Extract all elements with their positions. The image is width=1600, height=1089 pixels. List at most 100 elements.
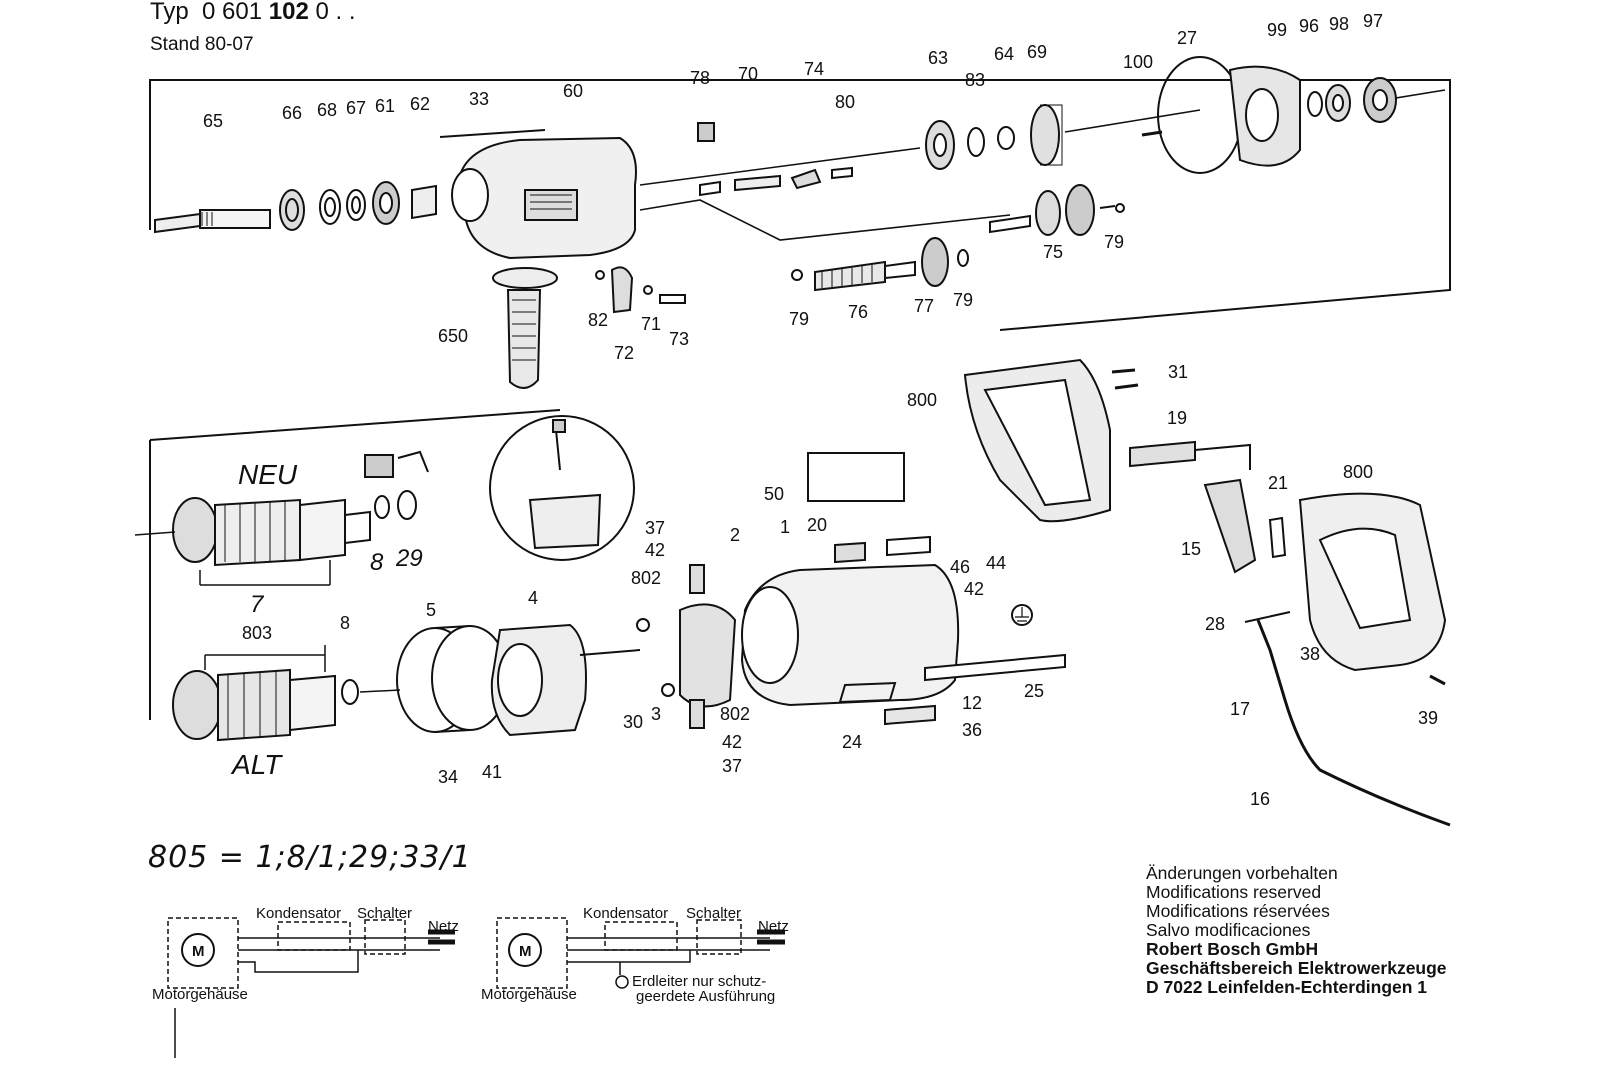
label-96: 96	[1299, 16, 1319, 36]
footer-division: Geschäftsbereich Elektrowerkzeuge	[1146, 958, 1447, 978]
wiring-right-gehaeuse: Motorgehäuse	[481, 986, 577, 1003]
label-38: 38	[1300, 644, 1320, 664]
wiring-left-motor: M	[192, 943, 205, 960]
set-formula: 805 = 1;8/1;29;33/1	[148, 840, 472, 875]
label-66: 66	[282, 103, 302, 123]
label-61: 61	[375, 96, 395, 116]
motor-housing-1	[740, 563, 960, 707]
typ-number-suffix: 0 . .	[308, 0, 356, 25]
label-neu: NEU	[238, 459, 298, 490]
label-80: 80	[835, 92, 855, 112]
armature-alt	[172, 668, 359, 742]
label-27: 27	[1177, 28, 1197, 48]
type-number: Typ 0 601 102 0 . .	[150, 0, 356, 26]
label-83: 83	[965, 70, 985, 90]
footer-line-4: Salvo modificaciones	[1146, 920, 1311, 940]
label-39: 39	[1418, 708, 1438, 728]
label-29: 29	[395, 545, 423, 572]
label-17: 17	[1230, 699, 1250, 719]
label-30: 30	[623, 712, 643, 732]
label-alt: ALT	[230, 749, 283, 780]
label-650: 650	[438, 326, 468, 346]
label-42b: 42	[722, 732, 742, 752]
label-46: 46	[950, 557, 970, 577]
label-1: 1	[780, 517, 790, 537]
label-31: 31	[1168, 362, 1188, 382]
label-44: 44	[986, 553, 1006, 573]
label-41: 41	[482, 762, 502, 782]
typ-label: Typ	[150, 0, 189, 25]
label-75: 75	[1043, 242, 1063, 262]
footer-line-2: Modifications reserved	[1146, 882, 1322, 902]
label-15: 15	[1181, 539, 1201, 559]
label-42c: 42	[964, 579, 984, 599]
label-2: 2	[730, 525, 740, 545]
label-82: 82	[588, 310, 608, 330]
label-19: 19	[1167, 408, 1187, 428]
label-24: 24	[842, 732, 862, 752]
wiring-right-kondensator: Kondensator	[583, 905, 668, 922]
label-802b: 802	[720, 704, 750, 724]
footer-address: D 7022 Leinfelden-Echterdingen 1	[1146, 977, 1428, 997]
label-7: 7	[250, 591, 265, 618]
typ-number-prefix: 0 601	[202, 0, 269, 25]
wiring-right-schalter: Schalter	[686, 905, 741, 922]
side-handle-650	[492, 267, 558, 389]
spindle-65	[154, 209, 271, 234]
footer-line-1: Änderungen vorbehalten	[1146, 863, 1338, 883]
label-64: 64	[994, 44, 1014, 64]
label-73: 73	[669, 329, 689, 349]
part-labels-bottom: NEU 8 29 7 803 8 ALT 5 4 34 41 37 42 802…	[230, 362, 1438, 809]
label-25: 25	[1024, 681, 1044, 701]
label-79c: 79	[953, 290, 973, 310]
wiring-right-netz: Netz	[758, 918, 789, 935]
label-78: 78	[690, 68, 710, 88]
label-79b: 79	[789, 309, 809, 329]
label-34: 34	[438, 767, 458, 787]
label-69: 69	[1027, 42, 1047, 62]
label-33: 33	[469, 89, 489, 109]
armature-neu	[134, 497, 371, 567]
label-76: 76	[848, 302, 868, 322]
wiring-right-erdleiter-1: Erdleiter nur schutz-	[632, 973, 766, 990]
label-99: 99	[1267, 20, 1287, 40]
label-42a: 42	[645, 540, 665, 560]
wiring-right-erdleiter-2: geerdete Ausführung	[636, 988, 775, 1005]
label-60: 60	[563, 81, 583, 101]
label-98: 98	[1329, 14, 1349, 34]
label-74: 74	[804, 59, 824, 79]
label-5: 5	[426, 600, 436, 620]
stand-date: Stand 80-07	[150, 34, 254, 55]
label-68: 68	[317, 100, 337, 120]
wiring-left-schalter: Schalter	[357, 905, 412, 922]
label-4: 4	[528, 588, 538, 608]
footer-line-3: Modifications réservées	[1146, 901, 1330, 921]
label-100: 100	[1123, 52, 1153, 72]
label-800b: 800	[1343, 462, 1373, 482]
label-63: 63	[928, 48, 948, 68]
label-77: 77	[914, 296, 934, 316]
top-frame	[149, 79, 1451, 331]
label-50: 50	[764, 484, 784, 504]
label-97: 97	[1363, 11, 1383, 31]
label-21: 21	[1268, 473, 1288, 493]
label-70: 70	[738, 64, 758, 84]
label-37a: 37	[645, 518, 665, 538]
label-72: 72	[614, 343, 634, 363]
wiring-labels: M Kondensator Schalter Netz Motorgehäuse…	[152, 905, 789, 1005]
footer-company: Robert Bosch GmbH	[1146, 939, 1319, 959]
label-16: 16	[1250, 789, 1270, 809]
wiring-left-netz: Netz	[428, 918, 459, 935]
label-65: 65	[203, 111, 223, 131]
label-36: 36	[962, 720, 982, 740]
footer-notice: Änderungen vorbehalten Modifications res…	[1146, 864, 1447, 997]
label-62: 62	[410, 94, 430, 114]
bottom-frame	[149, 409, 561, 720]
label-8b: 8	[340, 613, 350, 633]
label-28: 28	[1205, 614, 1225, 634]
label-3: 3	[651, 704, 661, 724]
label-800a: 800	[907, 390, 937, 410]
label-67: 67	[346, 98, 366, 118]
wiring-left-gehaeuse: Motorgehäuse	[152, 986, 248, 1003]
